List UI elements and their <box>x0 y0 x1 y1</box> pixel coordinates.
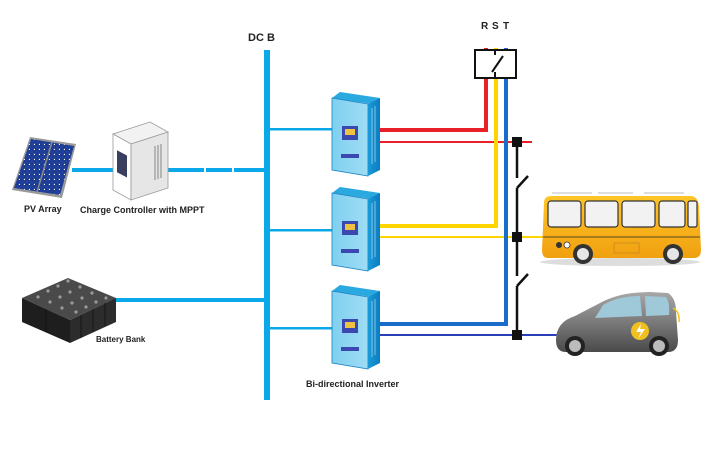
grid-breaker-switch[interactable] <box>474 49 517 79</box>
branch-wire-3 <box>270 327 334 330</box>
phase-r-label: R <box>481 21 489 32</box>
electric-car-icon <box>556 292 680 356</box>
inverter-3-icon <box>331 285 380 370</box>
battery-bank-icon <box>22 278 116 343</box>
dc-bus-label: DC B <box>248 32 275 44</box>
charge-controller-label: Charge Controller with MPPT <box>80 205 205 215</box>
pv-array-label: PV Array <box>24 204 62 214</box>
pv-wire <box>72 168 116 172</box>
pv-array-icon <box>12 137 76 198</box>
phase-t-label: T <box>503 21 509 32</box>
phase-s-label: S <box>492 21 499 32</box>
battery-bank-label: Battery Bank <box>96 335 146 344</box>
battery-wire <box>112 298 264 302</box>
controller-to-bus-wire <box>166 168 264 172</box>
phase-t-wire <box>380 48 508 326</box>
junction-node-3 <box>512 330 522 340</box>
phase-s-wire <box>380 48 498 228</box>
phase-r-wire <box>380 48 488 132</box>
branch-wire-1 <box>270 128 334 131</box>
inverter-1-icon <box>331 92 380 177</box>
bus-icon <box>540 192 701 266</box>
charging-switch-chain <box>515 142 529 335</box>
dc-bus-bar <box>264 50 270 400</box>
branch-wire-2 <box>270 229 334 232</box>
inverter-2-icon <box>331 187 380 272</box>
junction-node-2 <box>512 232 522 242</box>
junction-node-1 <box>512 137 522 147</box>
charge-controller-icon <box>112 121 169 201</box>
inverter-label: Bi-directional Inverter <box>306 379 400 389</box>
